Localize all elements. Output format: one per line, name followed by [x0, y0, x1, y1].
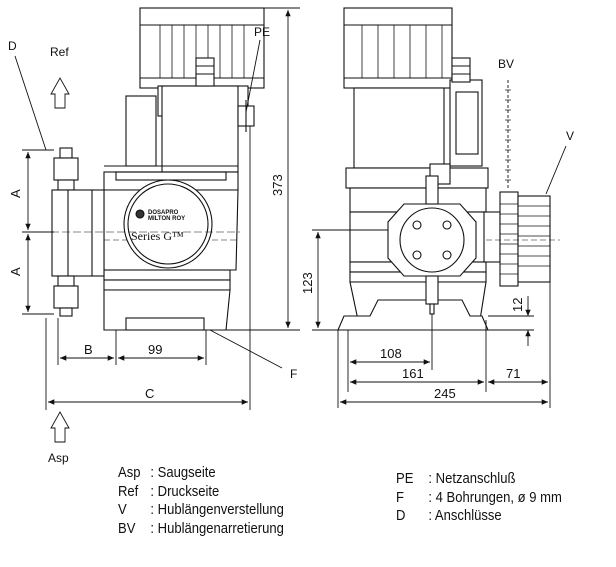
legend-key: PE [396, 471, 414, 487]
legend-text: : Anschlüsse [428, 508, 502, 524]
dim-123: 123 [300, 272, 315, 294]
dim-c: C [145, 386, 154, 401]
series-badge [123, 179, 213, 269]
legend-row-v: V : Hublängenverstellung [118, 501, 284, 520]
legend-key: Ref [118, 483, 139, 500]
callout-bv: BV [498, 57, 514, 71]
legend-text: : Netzanschluß [428, 471, 516, 487]
badge-brand-2: MILTON ROY [148, 216, 185, 222]
legend-row-asp: Asp : Saugseite [118, 464, 284, 483]
legend-key: D [396, 508, 406, 524]
dim-373: 373 [270, 174, 285, 196]
front-badge-texts: DOSAPRO MILTON ROY Series G™ [131, 210, 185, 243]
side-view [337, 7, 560, 331]
legend-text: : Druckseite [150, 483, 220, 500]
badge-series: Series G™ [131, 229, 184, 243]
dim-a-lower: A [8, 267, 23, 276]
legend-text: : Hublängenverstellung [150, 502, 284, 518]
callout-f: F [290, 367, 297, 381]
dim-a-upper: A [8, 189, 23, 198]
motor-side [343, 7, 483, 169]
legend-key: F [396, 489, 404, 506]
legend-row-pe: PE : Netzanschluß [396, 470, 562, 489]
legend-key: BV [118, 520, 136, 537]
legend-text: : 4 Bohrungen, ø 9 mm [428, 489, 562, 506]
legend-left: Asp : Saugseite Ref : Druckseite V : Hublän… [118, 464, 284, 538]
legend-key: Asp [118, 465, 141, 481]
legend-row-f: F : 4 Bohrungen, ø 9 mm [396, 489, 562, 508]
badge-brand-1: DOSAPRO [148, 210, 179, 216]
dim-12: 12 [510, 298, 525, 312]
dim-b: B [84, 342, 93, 357]
front-view [40, 7, 265, 331]
callout-ref: Ref [50, 45, 69, 59]
callout-asp: Asp [48, 451, 69, 465]
front-dimensions [14, 7, 300, 443]
side-dimensions [312, 80, 567, 408]
diaphragm-head-side [387, 175, 477, 315]
terminal-box-front [161, 57, 255, 173]
dim-71: 71 [506, 366, 520, 381]
dim-99: 99 [148, 342, 162, 357]
dim-161: 161 [402, 366, 424, 381]
legend-row-d: D : Anschlüsse [396, 507, 562, 526]
callout-pe: PE [254, 25, 270, 39]
dim-245: 245 [434, 386, 456, 401]
callout-v: V [566, 129, 574, 143]
callout-d: D [8, 39, 17, 53]
legend-text: : Saugseite [150, 465, 216, 481]
legend-row-bv: BV : Hublängenarretierung [118, 520, 284, 539]
legend-row-ref: Ref : Druckseite [118, 483, 284, 502]
stroke-adjuster [483, 191, 560, 287]
legend-key: V [118, 502, 127, 518]
dim-108: 108 [380, 346, 402, 361]
pump-head-front [40, 147, 240, 317]
legend-right: PE: Netzanschluß F: 4 Bohrungen, ø 9 mm … [396, 470, 562, 526]
legend-text: : Hublängenarretierung [150, 520, 284, 537]
drawing-labels: D Ref Asp PE BV V F A A B 99 C 373 123 1… [8, 25, 574, 465]
